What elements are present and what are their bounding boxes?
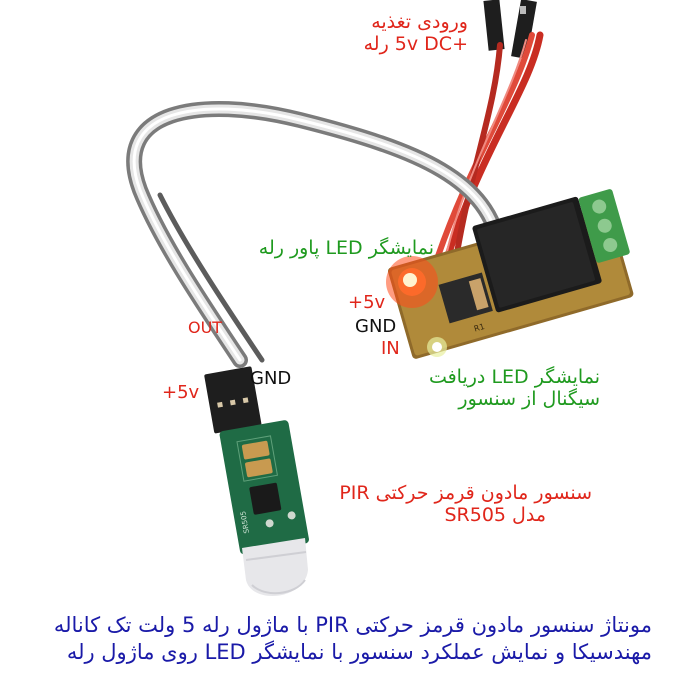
relay-module: R1 xyxy=(387,189,634,359)
relay-power-input-line1: ورودی تغذیه xyxy=(371,11,468,33)
relay-power-led xyxy=(386,256,438,308)
sensor-pin-vcc-label: +5v xyxy=(162,382,200,403)
caption-line1: مونتاژ سنسور مادون قرمز حرکتی PIR با ماژ… xyxy=(53,613,652,637)
relay-power-input-label: ورودی تغذیه +5v DC رله xyxy=(363,11,468,56)
relay-board-marking: R1 xyxy=(473,322,486,334)
sensor-pin-out-label: OUT xyxy=(188,318,223,337)
relay-pin-in-label: IN xyxy=(381,338,400,359)
sensor-cable xyxy=(126,100,508,368)
relay-power-input-line2: +5v DC رله xyxy=(363,32,468,55)
signal-led-line2: سیگنال از سنسور xyxy=(458,387,600,410)
sensor-dupont-connector xyxy=(204,366,262,434)
relay-signal-led xyxy=(427,337,447,357)
relay-pin-vcc-label: +5v xyxy=(348,292,386,313)
relay-power-led-label: نمایشگر LED پاور رله xyxy=(258,237,434,259)
top-dupont-connectors xyxy=(483,0,537,59)
signal-led-line1: نمایشگر LED دریافت xyxy=(428,366,600,388)
pir-fresnel-lens xyxy=(242,538,308,597)
sensor-name-label: سنسور مادون قرمز حرکتی PIR مدل SR505 xyxy=(339,482,592,527)
caption-line2: مهندسیکا و نمایش عملکرد سنسور با نمایشگر… xyxy=(66,640,652,665)
sensor-name-line2: مدل SR505 xyxy=(444,503,546,526)
sensor-pin-gnd-label: GND xyxy=(250,368,292,389)
relay-pin-gnd-label: GND xyxy=(355,316,397,337)
pir-sensor-board: SR505 xyxy=(219,420,309,555)
sensor-board-marking: SR505 xyxy=(239,510,251,534)
caption: مونتاژ سنسور مادون قرمز حرکتی PIR با ماژ… xyxy=(54,612,652,667)
sensor-name-line1: سنسور مادون قرمز حرکتی PIR xyxy=(339,482,592,504)
relay-power-wires xyxy=(432,31,544,269)
signal-led-label: نمایشگر LED دریافت سیگنال از سنسور xyxy=(428,366,600,411)
